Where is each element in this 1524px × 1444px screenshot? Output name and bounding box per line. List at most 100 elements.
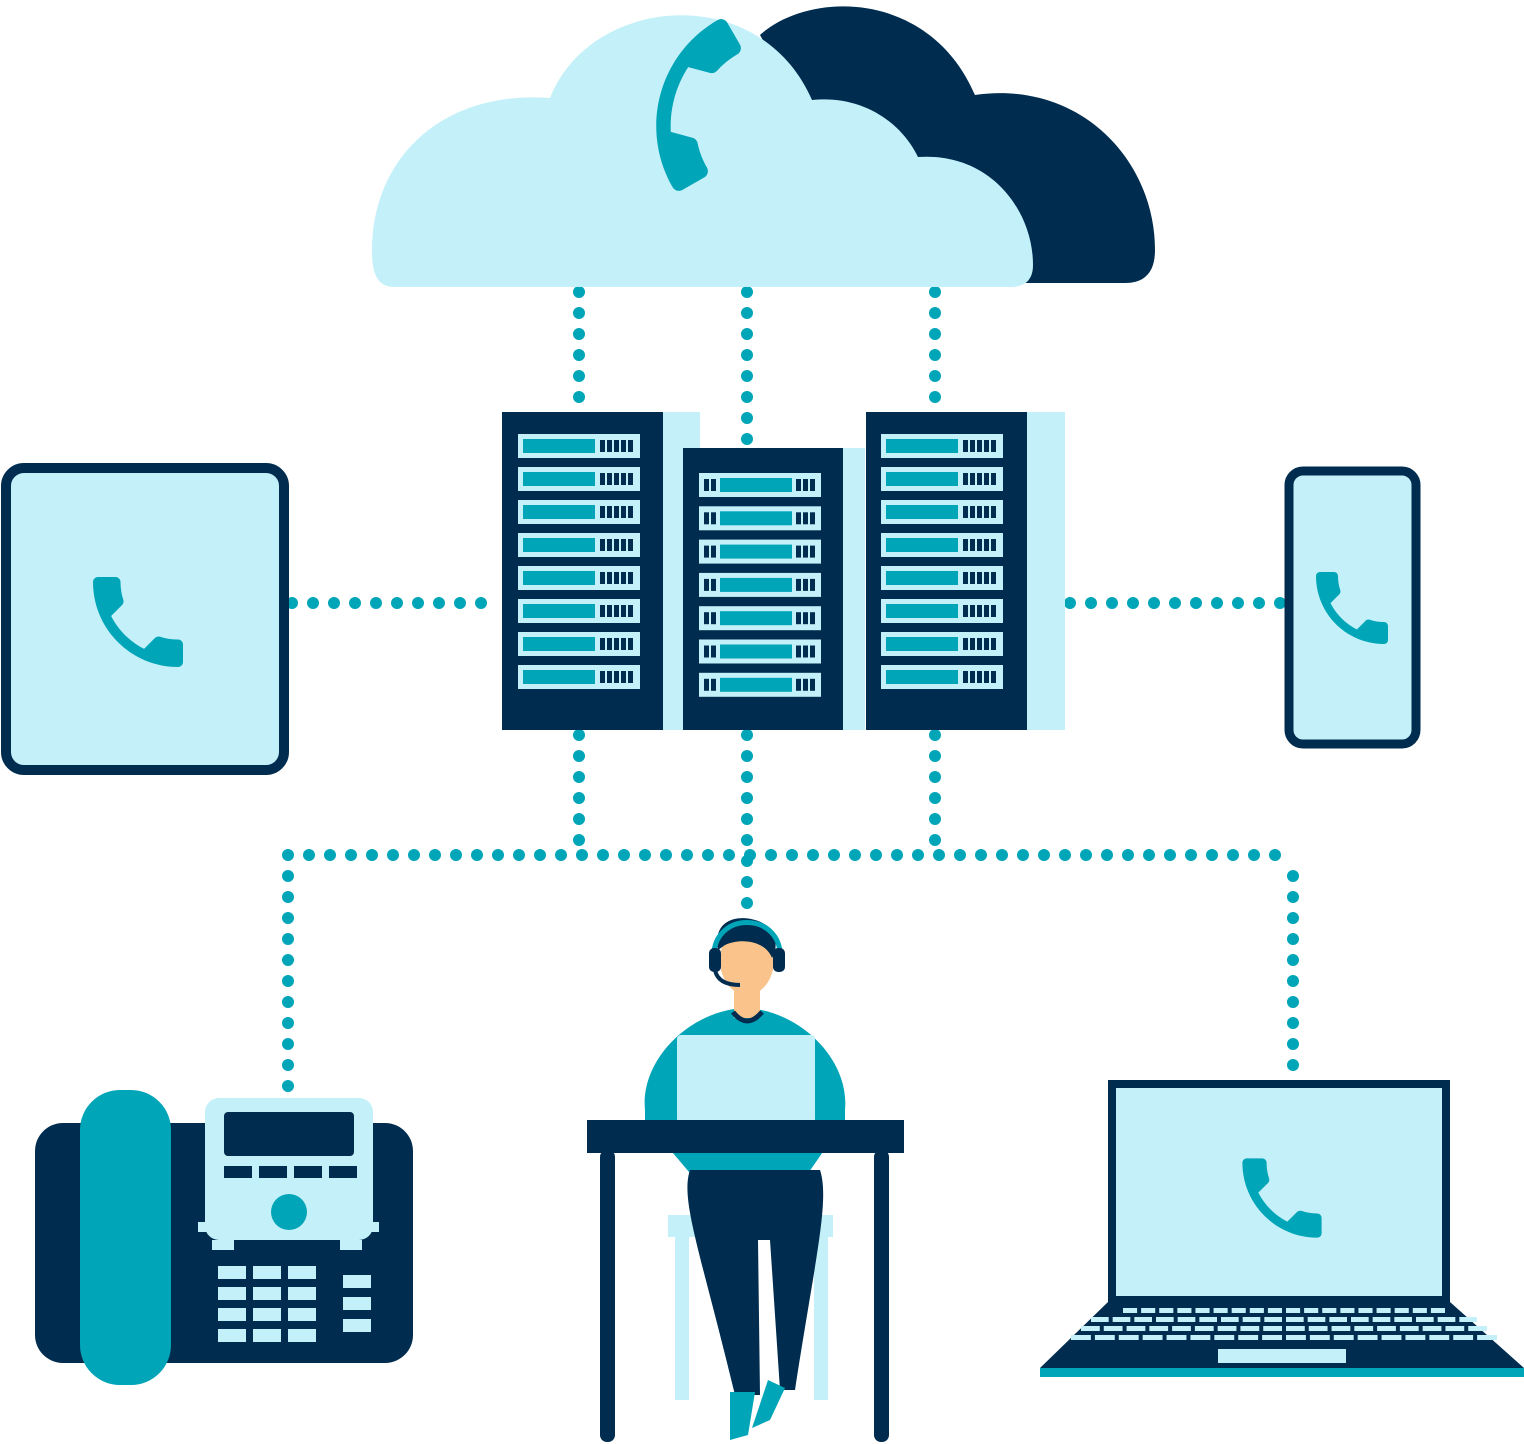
server-unit-port	[607, 638, 612, 650]
server-unit-port	[970, 473, 975, 485]
server-unit-port	[963, 572, 968, 584]
laptop-key	[1240, 1326, 1260, 1331]
server-unit-port	[796, 612, 801, 625]
server-unit-port	[984, 638, 989, 650]
server-unit-port	[977, 440, 982, 452]
server-unit-port	[796, 479, 801, 491]
keypad-key	[253, 1308, 281, 1321]
server-unit-port	[704, 479, 709, 491]
server-unit-port	[614, 572, 619, 584]
laptop-key	[1166, 1335, 1187, 1340]
laptop-key	[1286, 1308, 1301, 1313]
smartphone-body	[1284, 466, 1421, 749]
server-unit-port	[970, 539, 975, 551]
server-unit-port	[600, 572, 605, 584]
smartphone-icon	[1284, 466, 1421, 749]
server-unit-led-bar	[523, 637, 595, 651]
server-unit-port	[984, 605, 989, 617]
laptop-key	[1217, 1326, 1237, 1331]
laptop-key	[1286, 1317, 1304, 1322]
server-unit-port	[607, 440, 612, 452]
server-unit-port	[704, 678, 709, 691]
server-unit-port	[810, 678, 815, 691]
server-unit-led-bar	[886, 538, 958, 552]
server-unit-port	[977, 638, 982, 650]
server-unit-port	[977, 605, 982, 617]
server-unit-port	[796, 578, 801, 591]
server-unit-port	[600, 440, 605, 452]
keypad-key	[218, 1329, 246, 1342]
server-unit-port	[621, 473, 626, 485]
server-unit-port	[704, 612, 709, 625]
server-unit-port	[600, 506, 605, 518]
laptop-key	[1412, 1308, 1427, 1313]
headset-band	[711, 920, 783, 961]
keypad-key	[253, 1329, 281, 1342]
server-unit-port	[963, 440, 968, 452]
laptop-key	[1331, 1326, 1351, 1331]
server-unit-led-bar	[523, 472, 595, 486]
server-unit-port	[963, 638, 968, 650]
desk-phone-display	[224, 1112, 354, 1156]
server-unit-port	[803, 678, 808, 691]
side-key	[212, 1240, 234, 1250]
chair-leg-left	[675, 1235, 689, 1400]
laptop-key	[1307, 1317, 1326, 1322]
laptop-key	[1172, 1326, 1191, 1331]
server-unit-port	[607, 572, 612, 584]
soft-key	[294, 1166, 322, 1178]
server-unit-led-bar	[886, 604, 958, 618]
desk-phone-keys	[198, 1222, 379, 1342]
laptop-key	[1195, 1308, 1210, 1313]
server-unit-port	[963, 539, 968, 551]
server-unit-port	[607, 539, 612, 551]
laptop-key	[1429, 1335, 1450, 1340]
tablet-body	[1, 463, 289, 775]
server-unit-port	[614, 506, 619, 518]
desk-phone-icon	[35, 1090, 413, 1385]
laptop-key	[1262, 1335, 1282, 1340]
laptop-key	[1416, 1317, 1434, 1322]
server-unit-port	[711, 545, 716, 558]
server-unit-port	[970, 605, 975, 617]
laptop-key	[1322, 1308, 1337, 1313]
server-unit-port	[991, 605, 996, 617]
laptop-key	[1381, 1335, 1402, 1340]
server-unit-port	[977, 506, 982, 518]
laptop-key	[1134, 1317, 1152, 1322]
server-unit-port	[628, 638, 633, 650]
server-unit-port	[991, 440, 996, 452]
laptop-trackpad	[1218, 1349, 1346, 1363]
server-unit-port	[796, 645, 801, 658]
desk-phone-handset	[80, 1090, 171, 1385]
laptop-key	[1118, 1335, 1139, 1340]
function-key	[343, 1297, 371, 1310]
server-unit-port	[796, 678, 801, 691]
keypad-key	[288, 1329, 316, 1342]
desk-top	[587, 1120, 904, 1153]
server-unit-port	[970, 572, 975, 584]
server-unit-port	[628, 440, 633, 452]
server-unit-port	[600, 671, 605, 683]
light-cloud	[372, 15, 1033, 287]
server-unit-port	[600, 605, 605, 617]
laptop-key	[1238, 1335, 1259, 1340]
server-unit-port	[711, 479, 716, 491]
server-unit-port	[628, 671, 633, 683]
side-key	[325, 1222, 347, 1232]
laptop-screen	[1116, 1088, 1442, 1296]
chair-leg-right	[814, 1235, 828, 1400]
laptop-key	[1468, 1326, 1487, 1331]
server-unit-port	[970, 638, 975, 650]
server-unit-port	[991, 539, 996, 551]
laptop-key	[1264, 1317, 1282, 1322]
laptop-key	[1177, 1308, 1192, 1313]
laptop-key	[1142, 1335, 1163, 1340]
tablet-icon	[1, 463, 289, 775]
server-unit-port	[711, 645, 716, 658]
server-unit-port	[977, 671, 982, 683]
server-unit-port	[984, 539, 989, 551]
laptop-key	[1177, 1317, 1196, 1322]
laptop-key	[1405, 1335, 1426, 1340]
laptop-key	[1351, 1317, 1369, 1322]
